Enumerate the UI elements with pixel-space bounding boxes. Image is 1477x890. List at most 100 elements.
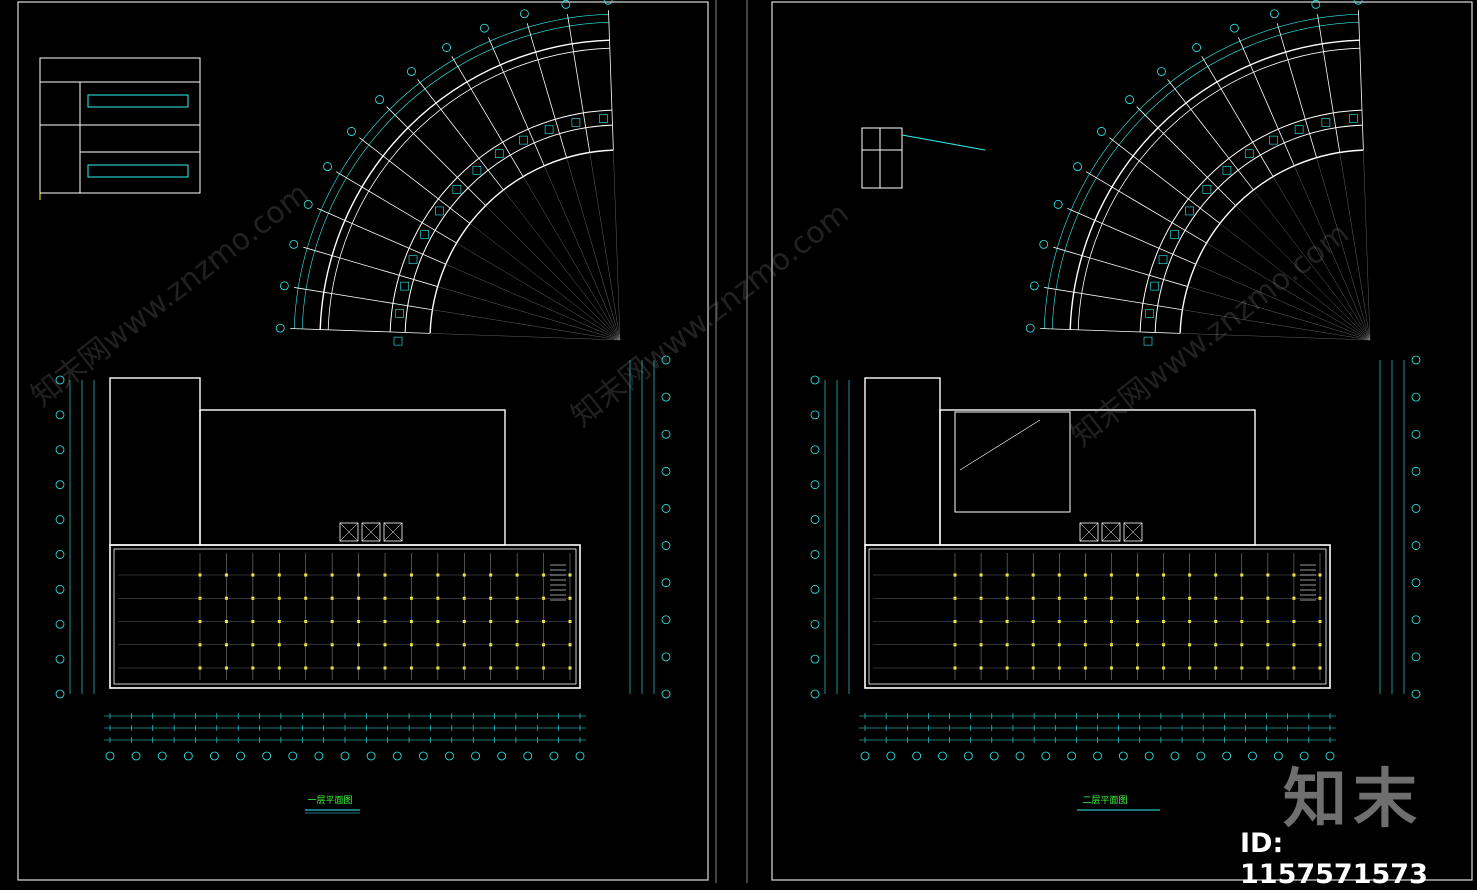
axis-bubble bbox=[1192, 43, 1201, 52]
axis-bubble bbox=[55, 689, 65, 699]
door-symbol bbox=[1185, 206, 1194, 216]
elevator-x bbox=[1123, 522, 1143, 542]
exterior-wall bbox=[109, 544, 581, 689]
axis-bubble bbox=[392, 751, 402, 761]
axis-bubble bbox=[963, 751, 973, 761]
door-symbol bbox=[1150, 281, 1159, 291]
axis-bubble bbox=[810, 515, 820, 524]
floor-plan-right bbox=[810, 0, 1421, 761]
door-symbol bbox=[472, 165, 482, 175]
radial-axis bbox=[1219, 223, 1371, 341]
room-partition bbox=[1136, 106, 1236, 206]
radial-axis bbox=[1182, 309, 1371, 341]
door-symbol bbox=[494, 149, 504, 159]
axis-bubble bbox=[497, 751, 507, 761]
axis-bubble bbox=[236, 751, 245, 761]
axis-bubble bbox=[375, 95, 384, 104]
axis-bubble bbox=[1157, 67, 1166, 76]
door-symbol bbox=[408, 255, 418, 264]
axis-bubble bbox=[661, 578, 671, 588]
door-symbol bbox=[1349, 114, 1358, 123]
axis-bubble bbox=[314, 751, 324, 761]
room-partition bbox=[1044, 287, 1183, 311]
axis-bubble bbox=[55, 654, 65, 664]
axis-bubble bbox=[347, 127, 356, 136]
radial-axis bbox=[485, 205, 621, 341]
axis-bubble bbox=[1222, 751, 1232, 761]
radial-axis bbox=[1187, 286, 1371, 341]
elevator bbox=[361, 522, 381, 542]
radial-axis bbox=[503, 189, 621, 341]
room-partition bbox=[1085, 171, 1207, 244]
door-symbol bbox=[599, 114, 608, 123]
axis-bubble bbox=[1196, 751, 1206, 761]
door-symbol bbox=[571, 118, 581, 127]
axis-bubble bbox=[1269, 9, 1279, 19]
axis-bubble bbox=[289, 239, 299, 249]
axis-bubble bbox=[1053, 200, 1063, 209]
axis-bubble bbox=[1067, 751, 1077, 761]
axis-bubble bbox=[860, 751, 870, 761]
axis-bubble bbox=[938, 751, 947, 761]
room-partition bbox=[386, 106, 486, 206]
radial-axis bbox=[469, 223, 621, 341]
axis-bubble bbox=[1411, 541, 1421, 550]
axis-bubble bbox=[523, 751, 533, 761]
axis-bubble bbox=[418, 751, 428, 761]
axis-bubble bbox=[55, 480, 65, 490]
axis-bubble bbox=[1411, 504, 1421, 513]
axis-bubble bbox=[1411, 429, 1421, 439]
axis-bubble bbox=[989, 751, 999, 761]
axis-bubble bbox=[275, 323, 285, 333]
room-partition bbox=[488, 37, 545, 166]
sheet-left-border bbox=[17, 1, 709, 881]
sheet-title-left: 一层平面图 bbox=[307, 795, 352, 806]
axis-bubble bbox=[661, 652, 671, 662]
door-symbol bbox=[400, 281, 409, 291]
door-symbol bbox=[420, 230, 429, 239]
axis-bubble bbox=[661, 689, 671, 699]
axis-bubble bbox=[366, 751, 376, 761]
elevator-x bbox=[1079, 522, 1099, 542]
axis-bubble bbox=[1041, 751, 1051, 761]
radial-axis bbox=[589, 152, 621, 341]
room-partition bbox=[608, 10, 614, 151]
axis-bubble bbox=[1411, 392, 1421, 402]
axis-bubble bbox=[1039, 239, 1049, 249]
elevator bbox=[383, 522, 403, 542]
axis-bubble bbox=[1144, 751, 1154, 761]
axis-bubble bbox=[157, 751, 167, 761]
axis-bubble bbox=[603, 0, 613, 5]
radial-axis bbox=[1195, 264, 1371, 341]
axis-bubble bbox=[303, 200, 313, 209]
axis-bubble bbox=[810, 619, 820, 629]
axis-bubble bbox=[1311, 0, 1321, 9]
radial-axis bbox=[1363, 150, 1371, 341]
elevator-x bbox=[383, 522, 403, 542]
axis-bubble bbox=[1097, 127, 1106, 136]
door-symbol bbox=[1269, 135, 1278, 145]
door-symbol bbox=[1202, 185, 1212, 194]
axis-bubble bbox=[1411, 355, 1421, 365]
room-partition bbox=[526, 23, 567, 158]
stair-detail-plan bbox=[861, 127, 986, 189]
wing-wall bbox=[864, 377, 941, 546]
wing-wall bbox=[199, 409, 506, 546]
axis-bubble bbox=[1025, 323, 1035, 333]
axis-bubble bbox=[210, 751, 219, 761]
axis-bubble bbox=[1073, 162, 1082, 171]
axis-bubble bbox=[561, 0, 571, 9]
door-symbol bbox=[1244, 149, 1254, 159]
axis-bubble bbox=[661, 541, 671, 550]
axis-bubble bbox=[661, 504, 671, 513]
wing-wall bbox=[109, 377, 201, 546]
axis-bubble bbox=[55, 584, 65, 594]
axis-bubble bbox=[407, 67, 416, 76]
door-symbol bbox=[1170, 230, 1179, 239]
radial-axis bbox=[522, 176, 621, 341]
room-partition bbox=[1053, 246, 1188, 287]
axis-bubble bbox=[1411, 615, 1421, 625]
elevator-x bbox=[339, 522, 359, 542]
door-symbol bbox=[1145, 309, 1154, 318]
